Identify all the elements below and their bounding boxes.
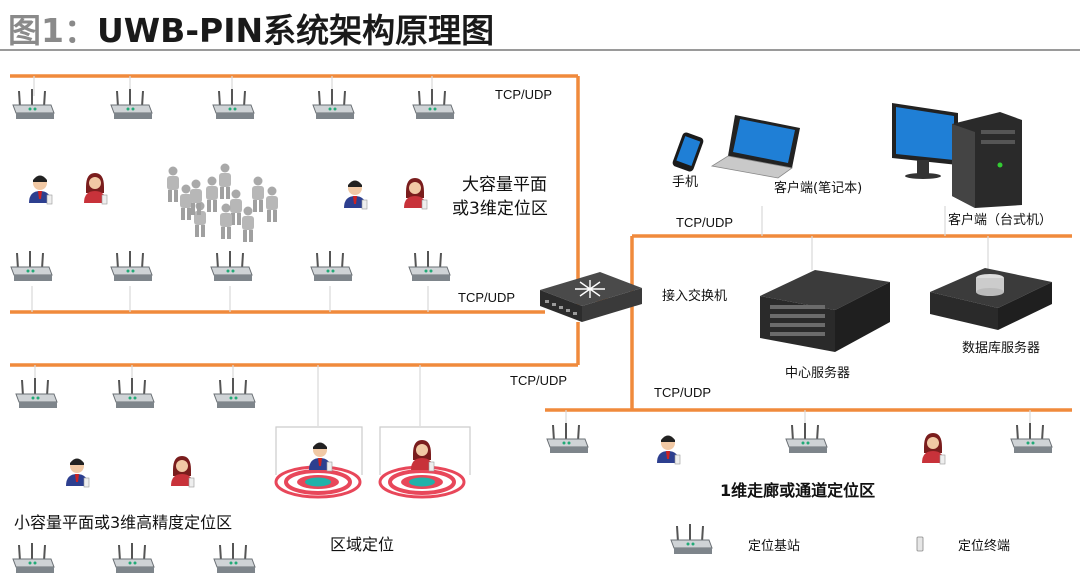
protocol-label: TCP/UDP	[654, 385, 711, 400]
target-icon	[274, 465, 362, 499]
title-rule	[0, 49, 1080, 51]
base-station-icon	[312, 88, 355, 120]
base-station-icon	[310, 250, 353, 282]
database-server-icon	[930, 268, 1052, 330]
area-frames	[275, 426, 471, 475]
page-title: 图1：UWB-PIN系统架构原理图	[8, 4, 494, 52]
base-station-icon	[112, 542, 155, 574]
base-station-icon	[15, 377, 58, 409]
network-lines	[10, 74, 1072, 412]
server-icon	[760, 270, 890, 352]
base-station-icon	[408, 250, 451, 282]
labels: TCP/UDP TCP/UDP TCP/UDP TCP/UDP TCP/UDP …	[14, 87, 1052, 554]
base-station-icon	[1010, 422, 1053, 454]
drop-lines	[31, 76, 1031, 428]
protocol-label: TCP/UDP	[510, 373, 567, 388]
person-female-icon	[921, 432, 946, 465]
person-male-icon	[343, 180, 368, 210]
base-station-icon	[210, 250, 253, 282]
protocol-label: TCP/UDP	[458, 290, 515, 305]
base-station-icon	[213, 542, 256, 574]
base-station-icon	[12, 542, 55, 574]
person-female-icon	[83, 172, 108, 205]
large-zone-label-1: 大容量平面	[462, 175, 547, 195]
desktop-label: 客户端（台式机）	[948, 212, 1052, 228]
person-male-icon	[28, 175, 53, 205]
legend-base-station-icon	[670, 523, 713, 555]
person-male-icon	[656, 435, 681, 465]
center-server-label: 中心服务器	[785, 365, 850, 381]
legend-tag-icon	[916, 536, 924, 552]
desktop-icon	[892, 103, 1022, 208]
large-zone-label-2: 或3维定位区	[452, 199, 548, 219]
db-server-label: 数据库服务器	[962, 340, 1040, 356]
phone-icon	[672, 132, 704, 172]
base-stations	[10, 88, 1053, 574]
area-targets	[274, 439, 466, 499]
person-female-icon	[170, 455, 195, 488]
base-station-icon	[112, 377, 155, 409]
switch-icon	[540, 272, 642, 322]
base-station-icon	[213, 377, 256, 409]
base-station-icon	[412, 88, 455, 120]
base-station-icon	[212, 88, 255, 120]
area-zone-label: 区域定位	[330, 535, 394, 554]
base-station-icon	[785, 422, 828, 454]
corridor-zone-label: 1维走廊或通道定位区	[720, 481, 875, 500]
base-station-icon	[546, 422, 589, 454]
base-station-icon	[110, 88, 153, 120]
legend-tag-label: 定位终端	[958, 538, 1010, 554]
figure-prefix: 图1：	[8, 11, 97, 50]
target-icon	[378, 465, 466, 499]
protocol-label: TCP/UDP	[495, 87, 552, 102]
laptop-label: 客户端(笔记本)	[774, 180, 862, 196]
person-female-icon	[403, 177, 428, 210]
person-female-icon	[410, 439, 435, 472]
switch-label: 接入交换机	[662, 288, 727, 304]
crowd-icon	[167, 163, 278, 242]
person-male-icon	[65, 458, 90, 488]
small-zone-label: 小容量平面或3维高精度定位区	[14, 513, 232, 532]
protocol-label: TCP/UDP	[676, 215, 733, 230]
phone-label: 手机	[672, 175, 698, 190]
base-station-icon	[10, 250, 53, 282]
legend-base-label: 定位基站	[748, 539, 800, 554]
base-station-icon	[110, 250, 153, 282]
figure-title: UWB-PIN系统架构原理图	[96, 11, 495, 50]
laptop-icon	[710, 115, 800, 179]
person-male-icon	[308, 442, 333, 472]
